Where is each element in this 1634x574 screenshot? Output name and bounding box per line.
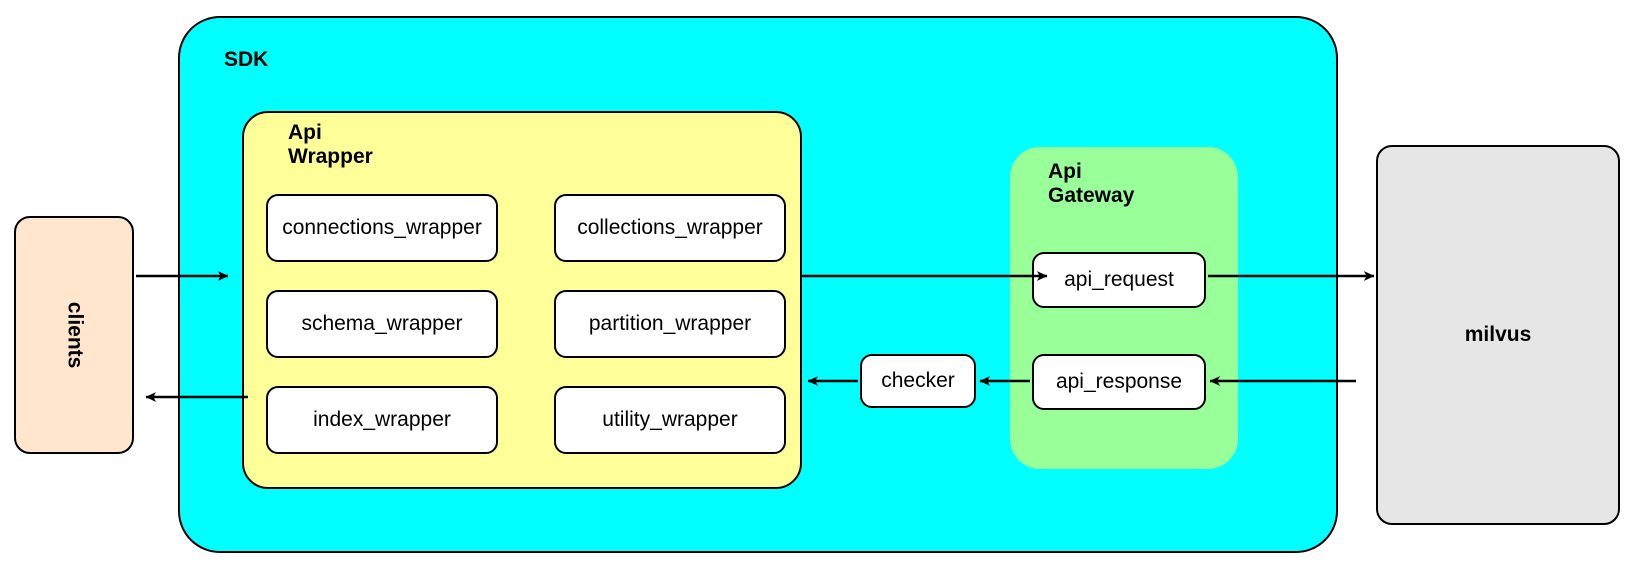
sdk-label: SDK xyxy=(224,48,269,71)
connections-wrapper-box[interactable]: connections_wrapper xyxy=(266,194,498,262)
api-gateway-label: Api Gateway xyxy=(1048,160,1135,208)
api-wrapper-label: Api Wrapper xyxy=(288,121,373,169)
connections-wrapper-label: connections_wrapper xyxy=(282,215,482,239)
milvus-label: milvus xyxy=(1464,322,1532,346)
clients-label: clients xyxy=(63,301,87,369)
api-request-box[interactable]: api_request xyxy=(1032,252,1206,308)
utility-wrapper-box[interactable]: utility_wrapper xyxy=(554,386,786,454)
collections-wrapper-label: collections_wrapper xyxy=(577,215,763,239)
schema-wrapper-label: schema_wrapper xyxy=(301,311,463,335)
api-gateway-container[interactable]: Api Gateway xyxy=(1010,147,1238,469)
schema-wrapper-box[interactable]: schema_wrapper xyxy=(266,290,498,358)
collections-wrapper-box[interactable]: collections_wrapper xyxy=(554,194,786,262)
api-response-label: api_response xyxy=(1055,369,1183,393)
api-request-label: api_request xyxy=(1064,267,1174,291)
clients-box[interactable]: clients xyxy=(14,216,134,454)
milvus-box[interactable]: milvus xyxy=(1376,145,1620,525)
utility-wrapper-label: utility_wrapper xyxy=(602,407,738,431)
api-response-box[interactable]: api_response xyxy=(1032,354,1206,410)
partition-wrapper-label: partition_wrapper xyxy=(588,311,752,335)
checker-label: checker xyxy=(881,368,955,392)
index-wrapper-label: index_wrapper xyxy=(313,407,451,431)
index-wrapper-box[interactable]: index_wrapper xyxy=(266,386,498,454)
partition-wrapper-box[interactable]: partition_wrapper xyxy=(554,290,786,358)
checker-box[interactable]: checker xyxy=(860,354,976,408)
